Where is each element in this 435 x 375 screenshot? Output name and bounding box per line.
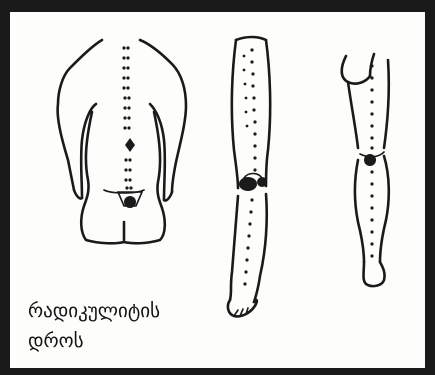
caption-line-1: რადიკულიტის [28, 296, 228, 326]
leg-front-figure [228, 37, 270, 316]
leg-front-dotted-line [243, 48, 257, 285]
torso-spine-dotted-line [122, 46, 132, 189]
leg-back-knee-point [364, 154, 376, 166]
caption-line-2: დროს [28, 326, 228, 356]
torso-point-upper [125, 138, 135, 152]
leg-back-figure [342, 54, 389, 286]
caption: რადიკულიტის დროს [28, 296, 228, 356]
leg-front-knee-point [239, 177, 257, 191]
torso-back-figure [58, 40, 186, 243]
